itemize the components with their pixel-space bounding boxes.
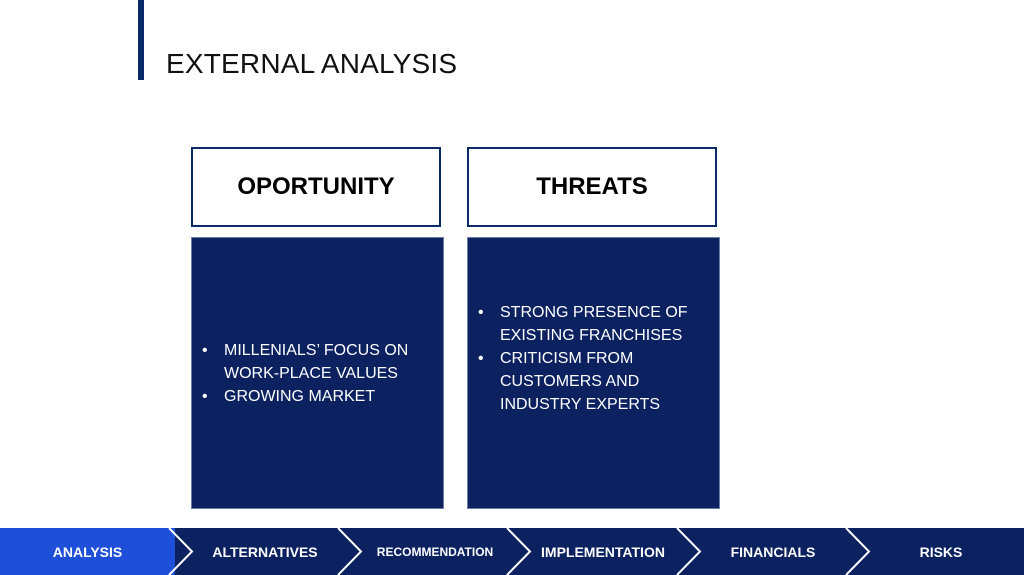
nav-item-risks[interactable]: RISKS <box>919 543 963 560</box>
bullet-icon: • <box>478 303 484 321</box>
section-nav: ANALYSIS ALTERNATIVES RECOMMENDATION IMP… <box>0 528 1024 575</box>
list-item: •CRITICISM FROM CUSTOMERS AND INDUSTRY E… <box>478 347 700 416</box>
title-accent-bar <box>138 0 144 80</box>
bullet-icon: • <box>478 349 484 367</box>
threats-header: THREATS <box>467 147 717 227</box>
threats-panel: •STRONG PRESENCE OF EXISTING FRANCHISES … <box>467 237 720 509</box>
list-item: •GROWING MARKET <box>202 385 434 408</box>
nav-item-implementation[interactable]: IMPLEMENTATION <box>541 543 665 560</box>
bullet-icon: • <box>202 387 208 405</box>
opportunity-panel: •MILLENIALS’ FOCUS ON WORK-PLACE VALUES … <box>191 237 444 509</box>
list-item: •STRONG PRESENCE OF EXISTING FRANCHISES <box>478 301 700 347</box>
nav-item-analysis[interactable]: ANALYSIS <box>0 528 175 575</box>
nav-item-recommendation[interactable]: RECOMMENDATION <box>376 544 494 559</box>
list-item: •MILLENIALS’ FOCUS ON WORK-PLACE VALUES <box>202 339 434 385</box>
bullet-icon: • <box>202 341 208 359</box>
threats-list: •STRONG PRESENCE OF EXISTING FRANCHISES … <box>468 301 700 416</box>
nav-item-alternatives[interactable]: ALTERNATIVES <box>212 543 318 560</box>
opportunity-header: OPORTUNITY <box>191 147 441 227</box>
nav-item-financials[interactable]: FINANCIALS <box>730 543 816 560</box>
opportunity-list: •MILLENIALS’ FOCUS ON WORK-PLACE VALUES … <box>192 339 434 408</box>
slide-title: EXTERNAL ANALYSIS <box>166 48 458 79</box>
